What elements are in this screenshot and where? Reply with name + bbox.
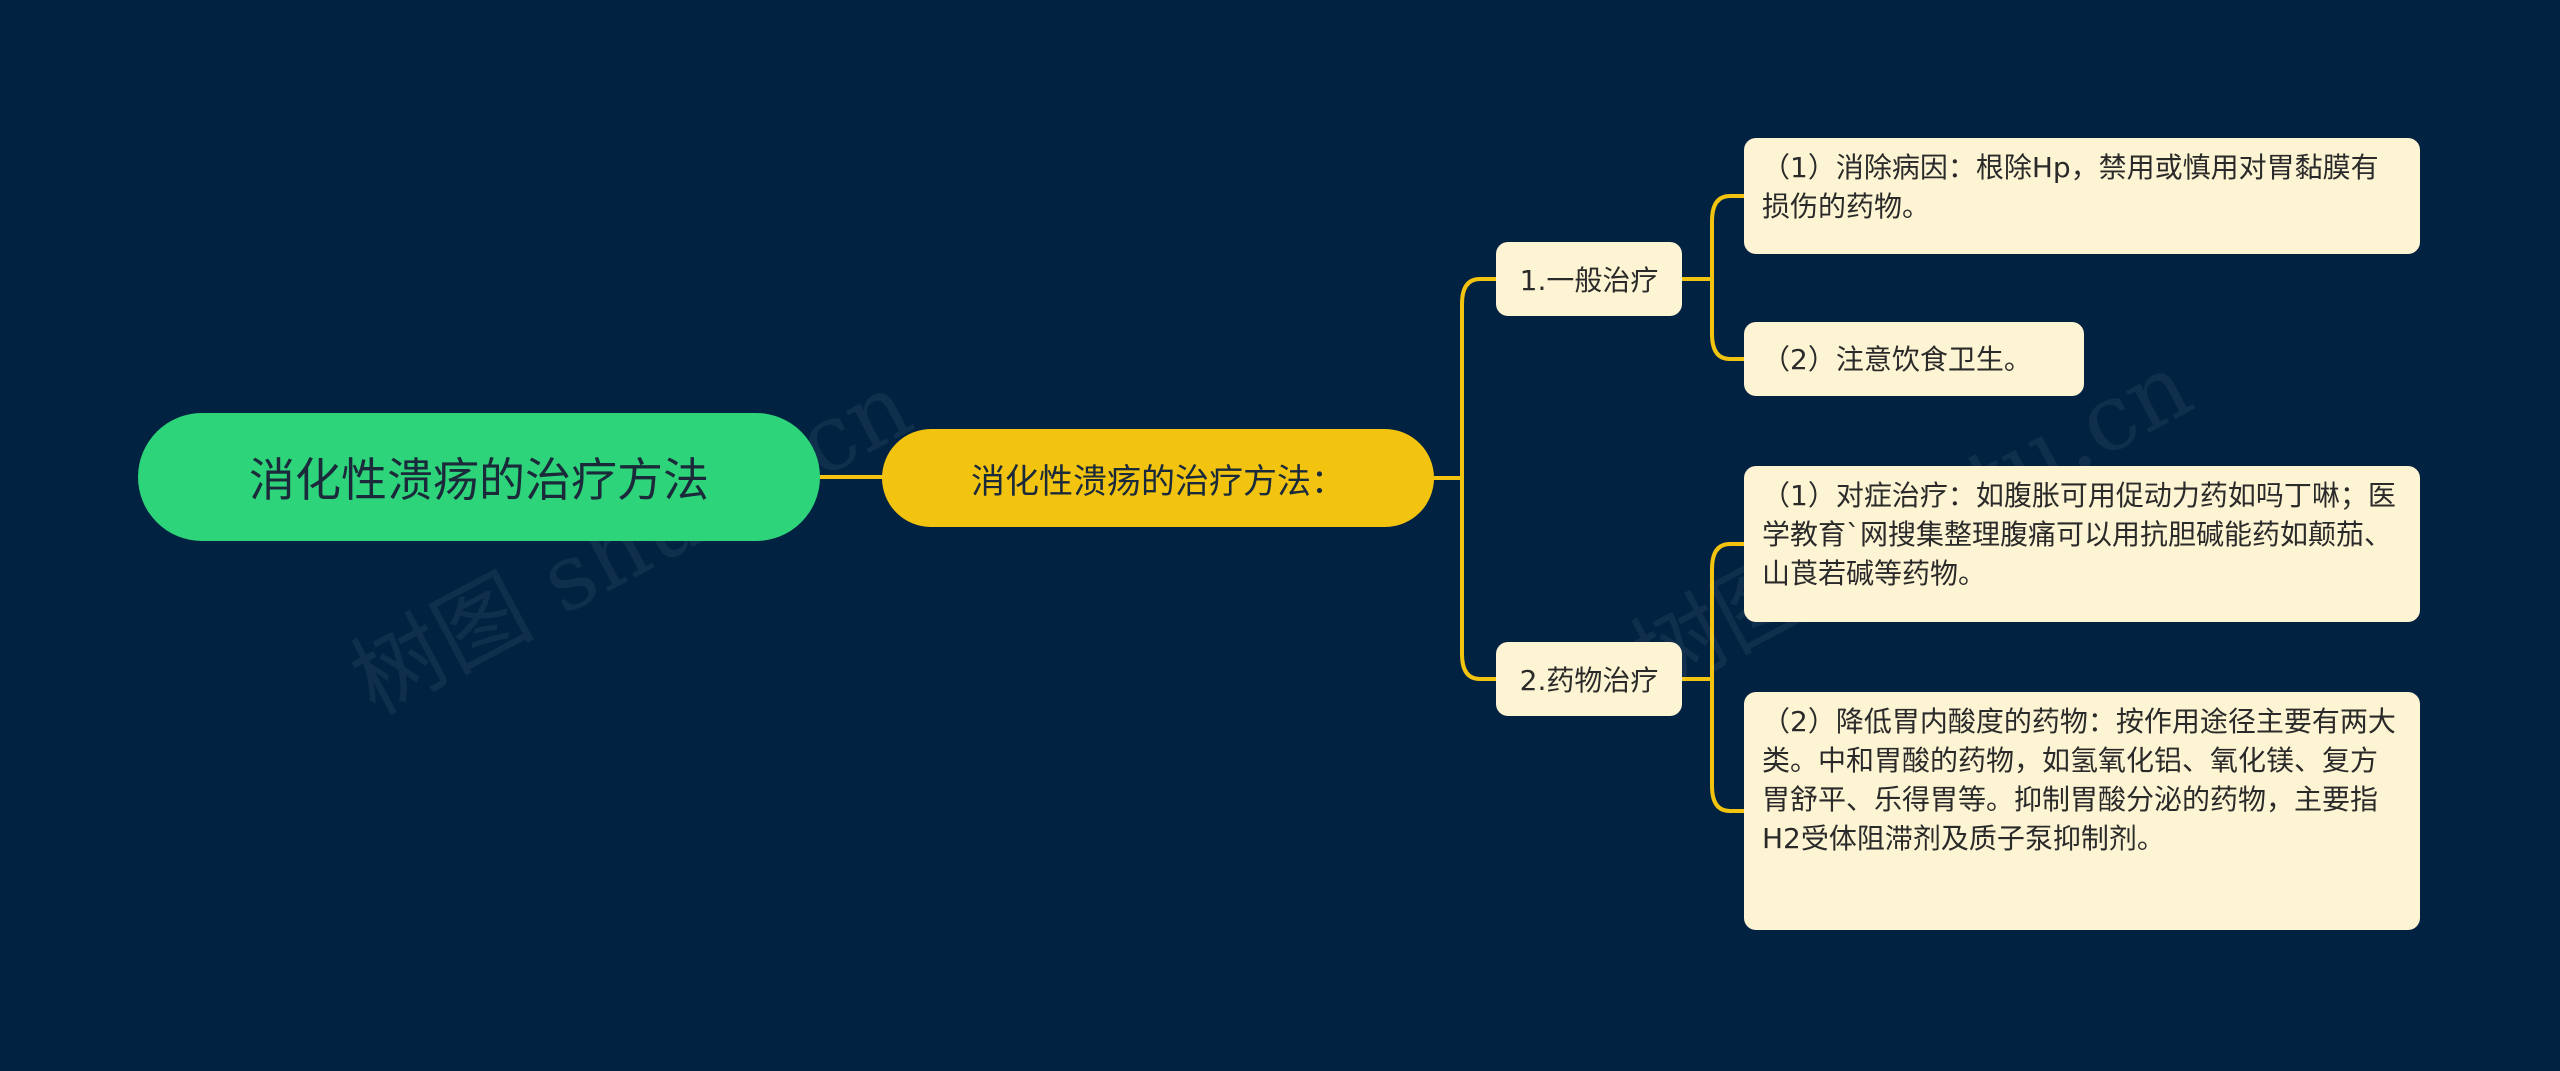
- link-cat-2-leaf-3: [1680, 542, 1746, 681]
- category-node-drug-treatment[interactable]: 2.药物治疗: [1496, 642, 1682, 716]
- link-branch-cat-2: [1432, 476, 1498, 681]
- leaf-text: （1）消除病因：根除Hp，禁用或慎用对胃黏膜有损伤的药物。: [1762, 151, 2379, 223]
- leaf-text: （1）对症治疗：如腹胀可用促动力药如吗丁啉；医学教育`网搜集整理腹痛可以用抗胆碱…: [1762, 479, 2396, 590]
- leaf-node[interactable]: （1）对症治疗：如腹胀可用促动力药如吗丁啉；医学教育`网搜集整理腹痛可以用抗胆碱…: [1744, 466, 2420, 622]
- leaf-node[interactable]: （2）降低胃内酸度的药物：按作用途径主要有两大类。中和胃酸的药物，如氢氧化铝、氧…: [1744, 692, 2420, 930]
- branch-node-label: 消化性溃疡的治疗方法：: [971, 461, 1345, 502]
- leaf-text: （2）注意饮食卫生。: [1762, 342, 2032, 376]
- root-node-label: 消化性溃疡的治疗方法: [249, 453, 709, 507]
- category-label: 2.药物治疗: [1519, 664, 1659, 697]
- link-cat-1-leaf-2: [1680, 277, 1746, 361]
- leaf-node[interactable]: （1）消除病因：根除Hp，禁用或慎用对胃黏膜有损伤的药物。: [1744, 138, 2420, 254]
- leaf-node[interactable]: （2）注意饮食卫生。: [1744, 322, 2084, 396]
- root-node[interactable]: 消化性溃疡的治疗方法: [138, 413, 820, 541]
- leaf-text: （2）降低胃内酸度的药物：按作用途径主要有两大类。中和胃酸的药物，如氢氧化铝、氧…: [1762, 705, 2396, 855]
- category-label: 1.一般治疗: [1519, 264, 1659, 297]
- link-cat-2-leaf-4: [1680, 677, 1746, 813]
- branch-node[interactable]: 消化性溃疡的治疗方法：: [882, 429, 1434, 527]
- link-cat-1-leaf-1: [1680, 194, 1746, 281]
- category-node-general-treatment[interactable]: 1.一般治疗: [1496, 242, 1682, 316]
- link-branch-cat-1: [1432, 277, 1498, 480]
